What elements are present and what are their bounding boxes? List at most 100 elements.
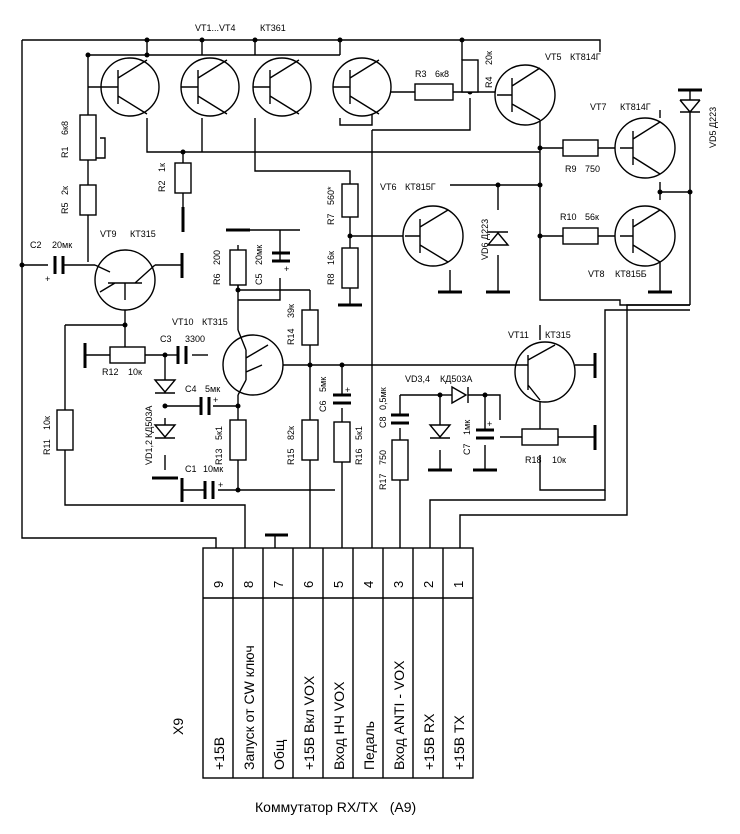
- ground-symbols: [83, 88, 702, 537]
- transistor-vt4: [332, 57, 392, 117]
- resistor-r8: [341, 247, 359, 289]
- c2-plus-mark: +: [45, 274, 50, 284]
- pin-number-7: 7: [271, 581, 286, 588]
- r14-value-label: 39к: [286, 304, 296, 318]
- resistor-r17: [391, 439, 409, 481]
- transistor-vt6: [402, 205, 464, 267]
- resistors: [56, 59, 599, 481]
- resistor-r1: [79, 114, 97, 161]
- vt11-type-label: КТ315: [545, 330, 571, 340]
- resistor-r16: [333, 421, 351, 463]
- r17-ref-label: R17: [378, 473, 388, 490]
- vd34-ref-label: VD3,4: [405, 374, 430, 384]
- r11-value-label: 10к: [42, 416, 52, 430]
- r10-ref-label: R10: [560, 212, 577, 222]
- diode-vd6: [486, 231, 510, 246]
- resistor-r14: [301, 309, 319, 346]
- r12-ref-label: R12: [102, 367, 119, 377]
- diode-vd2: [153, 424, 177, 439]
- c3-ref-label: C3: [160, 334, 172, 344]
- capacitor-c7: [476, 428, 494, 440]
- resistor-r10: [562, 227, 599, 245]
- transistor-vt11: [514, 341, 576, 403]
- c1-value-label: 10мк: [203, 464, 223, 474]
- resistor-r13: [229, 419, 247, 461]
- resistor-r2: [174, 162, 192, 194]
- pin-label-3: Вход ANTI - VOX: [391, 660, 407, 770]
- r14-ref-label: R14: [286, 328, 296, 345]
- pin-label-1: +15В TX: [451, 714, 467, 770]
- transistor-vt1: [88, 57, 160, 117]
- c8-ref-label: C8: [378, 416, 388, 428]
- r13-value-label: 5к1: [214, 426, 224, 440]
- r5-value-label: 2к: [60, 186, 70, 195]
- transistor-vt7: [614, 117, 676, 179]
- r4-ref-label: R4: [484, 76, 494, 88]
- pin-number-1: 1: [451, 581, 466, 588]
- r8-ref-label: R8: [326, 273, 336, 285]
- c4-value-label: 5мк: [205, 384, 220, 394]
- vt5-type-label: КТ814Г: [570, 52, 601, 62]
- diode-vd4: [428, 424, 452, 439]
- c6-plus-mark: +: [345, 385, 350, 395]
- pin-number-2: 2: [421, 581, 436, 588]
- junction-dots: [19, 37, 693, 493]
- vd5-type-label: Д223: [708, 107, 718, 128]
- vt5-ref-label: VT5: [545, 52, 562, 62]
- vt1-vt4-ref-label: VT1...VT4: [195, 23, 236, 33]
- resistor-r15: [301, 419, 319, 461]
- vt8-type-label: КТ815Б: [615, 269, 647, 279]
- schematic-caption: Коммутатор RX/TX (A9): [255, 799, 416, 815]
- pin-label-8: Запуск от CW ключ: [241, 645, 257, 770]
- r7-ref-label: R7: [326, 213, 336, 225]
- r2-value-label: 1к: [157, 163, 167, 172]
- vd6-ref-label: VD6: [480, 242, 490, 260]
- r15-ref-label: R15: [286, 448, 296, 465]
- resistor-r12: [109, 346, 146, 364]
- vt7-type-label: КТ814Г: [620, 102, 651, 112]
- diode-vd3: [451, 385, 469, 405]
- resistor-r11: [56, 409, 74, 451]
- r11-ref-label: R11: [42, 439, 52, 455]
- r1-ref-label: R1: [60, 146, 70, 158]
- vt9-type-label: КТ315: [130, 229, 156, 239]
- transistor-vt3: [252, 57, 312, 117]
- pin-label-9: +15В: [211, 737, 227, 770]
- transistor-vt10: [222, 329, 284, 396]
- diode-vd1: [153, 379, 177, 394]
- r6-value-label: 200: [212, 250, 222, 265]
- diodes: [153, 99, 701, 439]
- vt10-type-label: КТ315: [202, 317, 228, 327]
- pin-label-4: Педаль: [361, 721, 377, 770]
- r18-ref-label: R18: [525, 455, 542, 465]
- r5-ref-label: R5: [60, 202, 70, 214]
- resistor-r9: [562, 139, 599, 157]
- r16-value-label: 5к1: [354, 426, 364, 440]
- capacitor-c2: [53, 256, 65, 274]
- r16-ref-label: R16: [354, 448, 364, 465]
- c2-ref-label: C2: [30, 240, 42, 250]
- r13-ref-label: R13: [214, 448, 224, 465]
- c7-ref-label: C7: [462, 443, 472, 455]
- c7-plus-mark: +: [487, 419, 492, 429]
- transistor-vt9: [94, 249, 156, 311]
- transistor-vt5: [494, 64, 556, 126]
- vt6-type-label: КТ815Г: [405, 182, 436, 192]
- diode-vd5: [679, 99, 701, 132]
- c4-plus-mark: +: [213, 395, 218, 405]
- r3-ref-label: R3: [415, 69, 427, 79]
- resistor-r4: [461, 59, 479, 93]
- resistor-r6: [229, 249, 247, 286]
- vd12-ref-label: VD1,2: [144, 440, 154, 465]
- r3-value-label: 6к8: [435, 69, 449, 79]
- c8-value-label: 0,5мк: [378, 387, 388, 410]
- capacitor-c6: [333, 393, 351, 405]
- c6-ref-label: C6: [318, 400, 328, 412]
- c4-ref-label: C4: [185, 384, 197, 394]
- c1-plus-mark: +: [218, 480, 223, 490]
- c2-value-label: 20мк: [52, 240, 72, 250]
- vt1-vt4-type-label: КТ361: [260, 23, 286, 33]
- transistor-vt8: [614, 205, 676, 292]
- r1-value-label: 6к8: [60, 121, 70, 135]
